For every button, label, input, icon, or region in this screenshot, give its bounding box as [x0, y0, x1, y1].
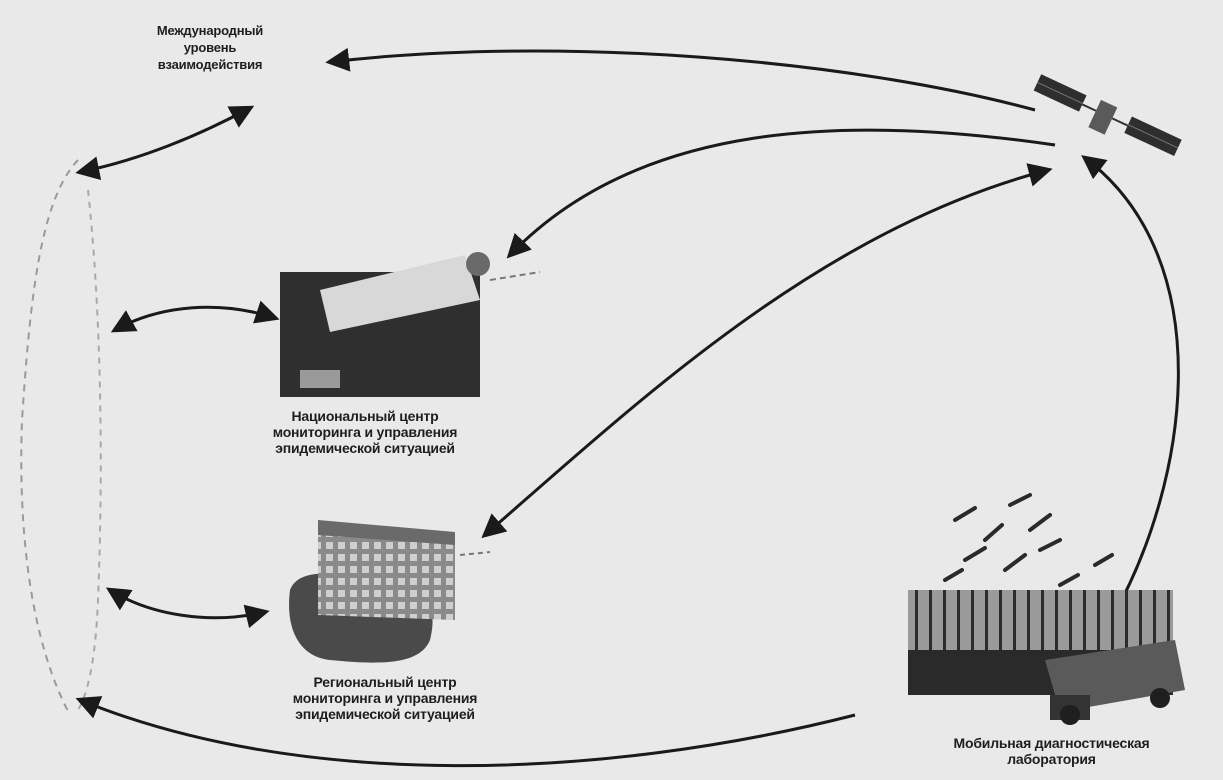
national-center-line-1: Национальный центр [291, 408, 439, 424]
national-center-building-icon [280, 252, 541, 397]
national-center-line-2: мониторинга и управления [272, 424, 458, 440]
regional-center-line-3: эпидемической ситуацией [295, 706, 475, 722]
international-level-label: Международный уровень взаимодействия [100, 22, 320, 73]
arrow-satellite-to-international [325, 47, 1036, 112]
satellite-icon [1033, 74, 1182, 157]
mobile-lab-line-1: Мобильная диагностическая [953, 735, 1150, 751]
regional-center-line-1: Региональный центр [313, 674, 457, 690]
arrow-mobile-to-bracket [75, 696, 856, 768]
arrow-international-bracket [75, 105, 255, 180]
regional-center-label: Региональный центр мониторинга и управле… [220, 674, 550, 722]
mobile-lab-line-2: лаборатория [1007, 751, 1096, 767]
mobile-lab-label: Мобильная диагностическая лаборатория [880, 735, 1223, 767]
inner-bracket-line [77, 189, 102, 711]
arrow-mobile-to-satellite [1081, 155, 1180, 619]
arrow-bracket-national [110, 300, 280, 333]
national-center-label: Национальный центр мониторинга и управле… [200, 408, 530, 456]
regional-center-building-icon [289, 520, 491, 663]
mobile-lab-truck-icon [908, 493, 1185, 725]
national-center-line-3: эпидемической ситуацией [275, 440, 455, 456]
arrow-bracket-regional [105, 587, 270, 629]
international-level-line-2: уровень [183, 40, 237, 55]
left-bracket-line [20, 159, 79, 716]
arrow-satellite-to-national [506, 128, 1056, 259]
regional-center-line-2: мониторинга и управления [292, 690, 478, 706]
international-level-line-3: взаимодействия [157, 57, 263, 72]
international-level-line-1: Международный [156, 23, 264, 38]
arrow-regional-to-satellite [481, 163, 1053, 539]
